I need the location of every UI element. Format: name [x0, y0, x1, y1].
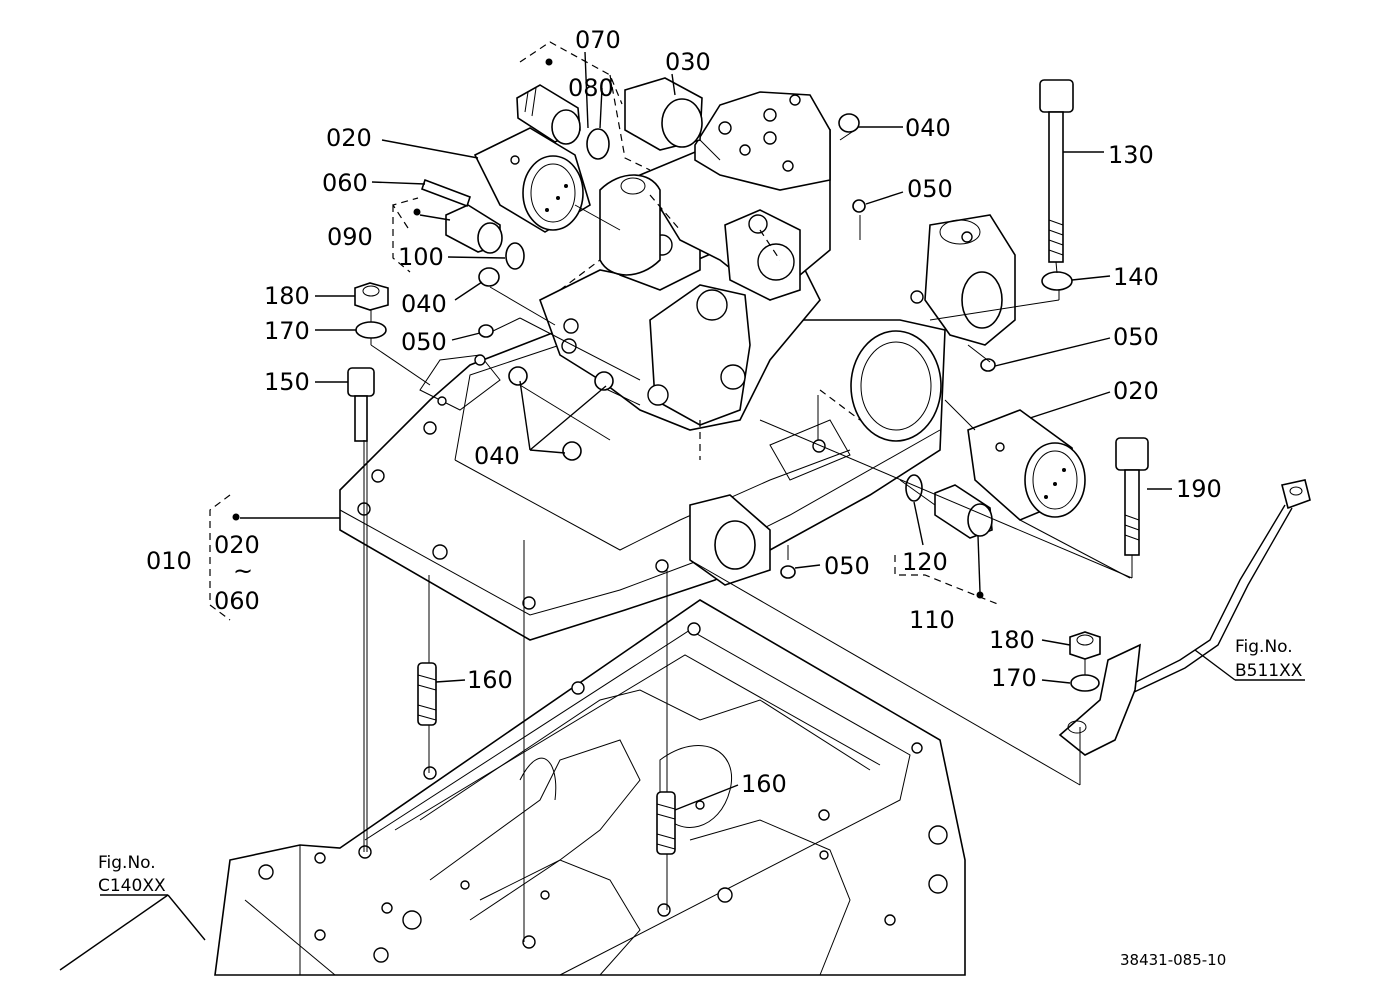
- callout-090: 090: [327, 223, 373, 251]
- lever-link: [1058, 479, 1311, 756]
- bolt-190: [1115, 437, 1149, 556]
- group-brackets: [209, 41, 1001, 621]
- leader-lines: [59, 51, 1305, 971]
- cylinder-case-010: [339, 290, 946, 641]
- callout-060: 060: [322, 169, 368, 197]
- sleeve-020-right: [967, 409, 1086, 521]
- callout-120: 120: [902, 548, 948, 576]
- o-ring-120: [905, 474, 923, 502]
- studs-160: [417, 662, 676, 855]
- callout-180-right: 180: [989, 626, 1035, 654]
- ref-right-label: Fig.No.: [1235, 637, 1293, 657]
- drawing-code: 38431-085-10: [1120, 951, 1226, 969]
- fitting-110: [934, 484, 993, 539]
- assembly-lines: [363, 127, 1133, 942]
- callout-range-sep: ~: [233, 557, 253, 585]
- bolt-150: [347, 367, 375, 442]
- callout-130: 130: [1108, 141, 1154, 169]
- callout-150: 150: [264, 368, 310, 396]
- callout-170-left: 170: [264, 317, 310, 345]
- bolt-130: [1039, 79, 1074, 263]
- nuts-180-washers-170: [354, 282, 1101, 692]
- ref-left-label: Fig.No.: [98, 853, 156, 873]
- plugs-040-050: [478, 113, 996, 579]
- callout-100: 100: [398, 243, 444, 271]
- ref-left-code: C140XX: [98, 876, 166, 896]
- callout-030: 030: [665, 48, 711, 76]
- fitting-070: [516, 84, 581, 145]
- callout-050-mid: 050: [401, 328, 447, 356]
- callout-160-right: 160: [741, 770, 787, 798]
- sleeve-030: [624, 77, 703, 151]
- top-bracket: [694, 91, 831, 191]
- callout-140: 140: [1113, 263, 1159, 291]
- callout-170-right: 170: [991, 664, 1037, 692]
- callout-040-low: 040: [474, 442, 520, 470]
- fitting-090: [445, 204, 503, 254]
- ref-right-code: B511XX: [1235, 661, 1303, 681]
- callout-020-right: 020: [1113, 377, 1159, 405]
- sleeve-020-left: [473, 127, 591, 233]
- callout-050-right: 050: [1113, 323, 1159, 351]
- callout-050-top: 050: [907, 175, 953, 203]
- o-ring-100: [505, 242, 525, 270]
- callout-190: 190: [1176, 475, 1222, 503]
- callout-110: 110: [909, 606, 955, 634]
- figure-reference-left: Fig.No. C140XX: [98, 853, 166, 896]
- callout-range-to: 060: [214, 587, 260, 615]
- figure-reference-right: Fig.No. B511XX: [1235, 637, 1303, 681]
- transmission-case: [214, 599, 966, 976]
- callout-range-from: 020: [214, 531, 260, 559]
- group-dots: [232, 58, 984, 599]
- callout-labels: 070 030 080 020 060 090 100 040 050 180 …: [146, 26, 1222, 798]
- callout-020-left: 020: [326, 124, 372, 152]
- callout-040-top: 040: [905, 114, 951, 142]
- pin-060: [420, 178, 472, 208]
- callout-080: 080: [568, 74, 614, 102]
- callout-070: 070: [575, 26, 621, 54]
- washer-140: [1041, 271, 1073, 291]
- callout-160-left: 160: [467, 666, 513, 694]
- o-ring-080: [586, 128, 610, 160]
- right-arm-boss: [924, 214, 1016, 346]
- callout-050-low: 050: [824, 552, 870, 580]
- callout-040-mid: 040: [401, 290, 447, 318]
- callout-180-left: 180: [264, 282, 310, 310]
- callout-010: 010: [146, 547, 192, 575]
